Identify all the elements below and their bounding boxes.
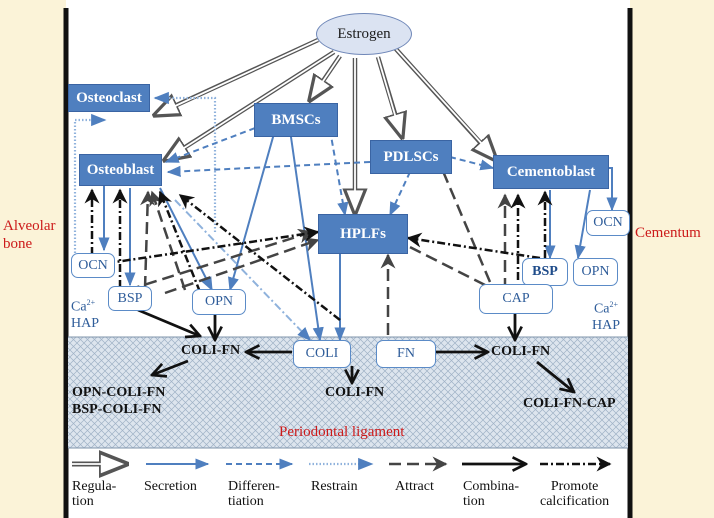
ca-right-charge: 2+ bbox=[609, 300, 619, 309]
fn-node: FN bbox=[376, 340, 436, 368]
coli-fn-left-label: COLI-FN bbox=[181, 343, 241, 358]
hap-left-text: HAP bbox=[71, 315, 100, 331]
ocn-right-node: OCN bbox=[586, 210, 630, 236]
opn-coli-fn-label: OPN-COLI-FN bbox=[72, 385, 166, 400]
legend-secretion-l1: Secretion bbox=[144, 479, 197, 494]
opn-left-node: OPN bbox=[192, 289, 246, 315]
bsp-left-node: BSP bbox=[108, 286, 152, 311]
legend-combination-label: Combina-tion bbox=[463, 479, 519, 509]
pdlscs-node: PDLSCs bbox=[370, 140, 452, 174]
restrain-arrows bbox=[73, 91, 217, 253]
legend-secretion-label: Secretion bbox=[144, 479, 197, 495]
ca-left-text: Ca bbox=[71, 299, 87, 315]
legend-promote-l2: calcification bbox=[540, 493, 610, 509]
legend-attract-l1: Attract bbox=[395, 479, 434, 494]
estrogen-node: Estrogen bbox=[316, 13, 412, 55]
coli-node: COLI bbox=[293, 340, 351, 368]
combination-arrows bbox=[137, 308, 574, 392]
bmscs-node: BMSCs bbox=[254, 103, 338, 137]
legend-restrain-label: Restrain bbox=[311, 479, 358, 495]
osteoblast-node: Osteoblast bbox=[79, 154, 162, 186]
cementum-region bbox=[630, 0, 714, 518]
promote-arrows bbox=[74, 188, 553, 321]
legend-attract-label: Attract bbox=[395, 479, 434, 495]
legend-differentiation-label: Differen-tiation bbox=[228, 479, 280, 509]
coli-fn-right-label: COLI-FN bbox=[491, 344, 551, 359]
attract-arrows bbox=[127, 148, 513, 335]
legend-differentiation-l2: tiation bbox=[228, 493, 264, 509]
osteoclast-node: Osteoclast bbox=[68, 84, 150, 112]
legend-combination-l1: Combina- bbox=[463, 479, 519, 494]
coli-fn-cap-label: COLI-FN-CAP bbox=[523, 396, 616, 411]
ca-hap-right-label: Ca2+ HAP bbox=[592, 300, 620, 334]
hap-right-text: HAP bbox=[592, 317, 621, 333]
hplfs-node: HPLFs bbox=[318, 214, 408, 254]
ocn-left-node: OCN bbox=[71, 253, 115, 278]
ca-right-text: Ca bbox=[593, 301, 610, 317]
coli-fn-mid-label: COLI-FN bbox=[325, 385, 385, 400]
legend-regulation-label: Regula-tion bbox=[72, 479, 117, 509]
cementoblast-node: Cementoblast bbox=[493, 155, 609, 189]
opn-right-node: OPN bbox=[573, 258, 618, 286]
cap-node: CAP bbox=[479, 284, 553, 314]
legend-regulation-l1: Regula- bbox=[72, 479, 117, 494]
regulation-arrow-cores bbox=[159, 39, 494, 208]
bsp-coli-fn-label: BSP-COLI-FN bbox=[72, 402, 162, 417]
legend-restrain-l1: Restrain bbox=[311, 479, 358, 494]
cementum-label: Cementum bbox=[635, 225, 701, 241]
legend-promote-l1: Promote bbox=[550, 479, 599, 494]
differentiation-arrows bbox=[164, 127, 495, 217]
ca-hap-left-label: Ca2+ HAP bbox=[71, 298, 99, 332]
periodontal-ligament-label: Periodontal ligament bbox=[279, 424, 405, 440]
ca-left-charge: 2+ bbox=[86, 298, 96, 307]
legend-combination-l2: tion bbox=[463, 493, 485, 509]
legend-differentiation-l1: Differen- bbox=[228, 479, 280, 494]
alveolar-bone-region bbox=[0, 0, 66, 518]
bsp-right-node: BSP bbox=[522, 258, 568, 286]
alveolar-bone-label: Alveolar bone bbox=[3, 218, 56, 252]
legend-regulation-l2: tion bbox=[72, 493, 94, 509]
blue-dashdot-arrows bbox=[174, 199, 311, 342]
